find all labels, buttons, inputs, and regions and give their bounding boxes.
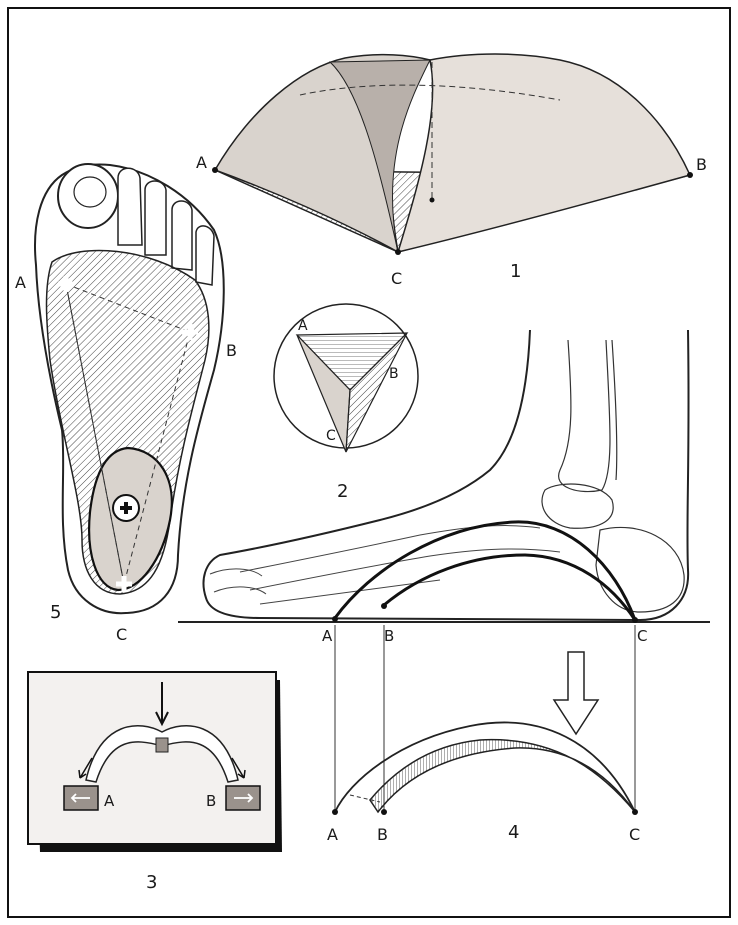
arch-keystone [156, 738, 168, 752]
toe-2 [118, 168, 142, 245]
side-point-c [632, 617, 638, 623]
fig2-label-a: A [298, 318, 308, 334]
toe-4 [172, 201, 192, 270]
side-label-c: C [637, 627, 647, 645]
fig1-number: 1 [510, 261, 521, 282]
fig4-label-c: C [629, 825, 640, 844]
fig2-label-b: B [389, 366, 399, 382]
fig1-label-a: A [196, 153, 207, 172]
side-label-a: A [322, 627, 333, 645]
side-point-a [332, 616, 338, 622]
fig5-label-b: B [226, 341, 237, 360]
fig4-label-a: A [327, 825, 338, 844]
fig5-label-a: A [15, 273, 26, 292]
fig2-number: 2 [337, 481, 348, 502]
vault-center-point [430, 198, 435, 203]
fig2-label-c: C [326, 428, 336, 444]
fig3-number: 3 [146, 872, 157, 893]
toe-3 [145, 181, 166, 255]
box-panel [28, 672, 276, 844]
fig5-number: 5 [50, 602, 61, 623]
fig3-label-b: B [206, 792, 216, 810]
fig4-point-a [332, 809, 338, 815]
fig1-label-c: C [391, 269, 402, 288]
vault-point-b [687, 172, 693, 178]
fig3-label-a: A [104, 792, 115, 810]
fig4-point-b [381, 809, 387, 815]
big-toe-nail [74, 177, 106, 207]
vault-point-a [212, 167, 218, 173]
toe-5 [196, 226, 214, 285]
fig4-label-b: B [377, 825, 388, 844]
fig1-label-b: B [696, 155, 707, 174]
fig4-point-c [632, 809, 638, 815]
vault-point-c [395, 249, 401, 255]
fig4-number: 4 [508, 822, 519, 843]
side-label-b: B [384, 627, 394, 645]
fig5-label-c: C [116, 625, 127, 644]
side-point-b [381, 603, 387, 609]
